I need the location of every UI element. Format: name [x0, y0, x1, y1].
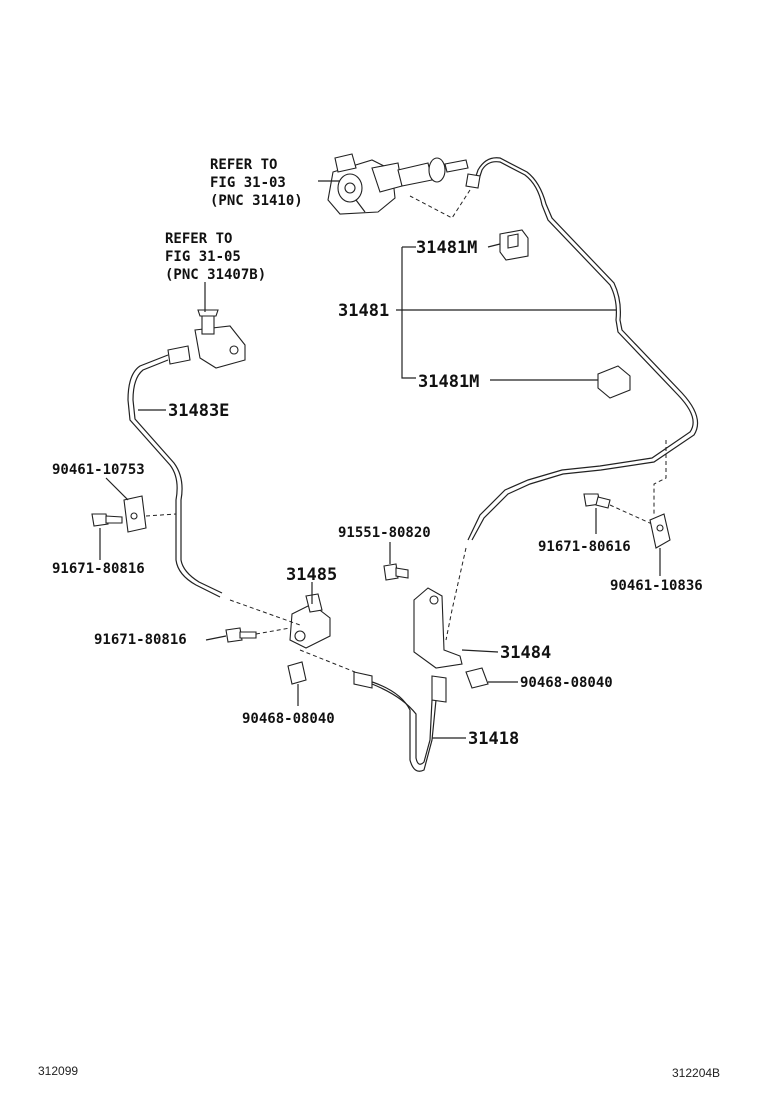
label-90461-10836: 90461-10836: [610, 578, 703, 594]
label-31481m-bottom: 31481M: [418, 372, 479, 392]
bracket-31485-drawing: [289, 593, 331, 649]
clip-90468-08040-left-drawing: [287, 661, 307, 685]
ref-top-line1: REFER TO: [210, 157, 277, 173]
ref-left-line2: FIG 31-05: [165, 249, 241, 265]
label-31418: 31418: [468, 729, 519, 749]
callout-labels: REFER TO FIG 31-03 (PNC 31410) REFER TO …: [52, 157, 703, 749]
footer-left-code: 312099: [38, 1064, 79, 1078]
ref-left-line3: (PNC 31407B): [165, 267, 266, 283]
clip-90468-08040-right-drawing: [465, 667, 489, 689]
hose-31418-drawing: [353, 671, 447, 772]
label-31484: 31484: [500, 643, 551, 663]
clip-31481m-bottom-drawing: [597, 365, 631, 399]
bracket-90461-10753-drawing: [123, 495, 147, 533]
label-91671-80816-mid: 91671-80816: [94, 632, 187, 648]
label-31481m-top: 31481M: [416, 238, 477, 258]
label-90468-08040-left: 90468-08040: [242, 711, 335, 727]
ref-left-line1: REFER TO: [165, 231, 232, 247]
bolt-91671-80816-left-drawing: [91, 513, 123, 527]
label-31485: 31485: [286, 565, 337, 585]
label-90468-08040-right: 90468-08040: [520, 675, 613, 691]
ref-top-line3: (PNC 31410): [210, 193, 303, 209]
label-91551-80820: 91551-80820: [338, 525, 431, 541]
label-90461-10753: 90461-10753: [52, 462, 145, 478]
bolt-91551-80820-drawing: [383, 563, 409, 581]
bolt-91671-80616-drawing: [583, 493, 611, 509]
master-cylinder-drawing: [327, 153, 469, 215]
line-31483E: [127, 354, 221, 598]
connector-31407b-drawing: [167, 309, 246, 369]
label-31481: 31481: [338, 301, 389, 321]
bracket-90461-10836-drawing: [649, 513, 671, 549]
label-31483e: 31483E: [168, 401, 229, 421]
clip-31481m-top-drawing: [499, 229, 529, 261]
label-91671-80816-left: 91671-80816: [52, 561, 145, 577]
footer-right-code: 312204B: [672, 1066, 721, 1080]
bolt-91671-80816-mid-drawing: [225, 627, 257, 643]
ref-top-line2: FIG 31-03: [210, 175, 286, 191]
label-91671-80616: 91671-80616: [538, 539, 631, 555]
main-brake-line: [467, 161, 694, 541]
bracket-31484-drawing: [413, 587, 463, 669]
leader-lines: [99, 180, 661, 739]
